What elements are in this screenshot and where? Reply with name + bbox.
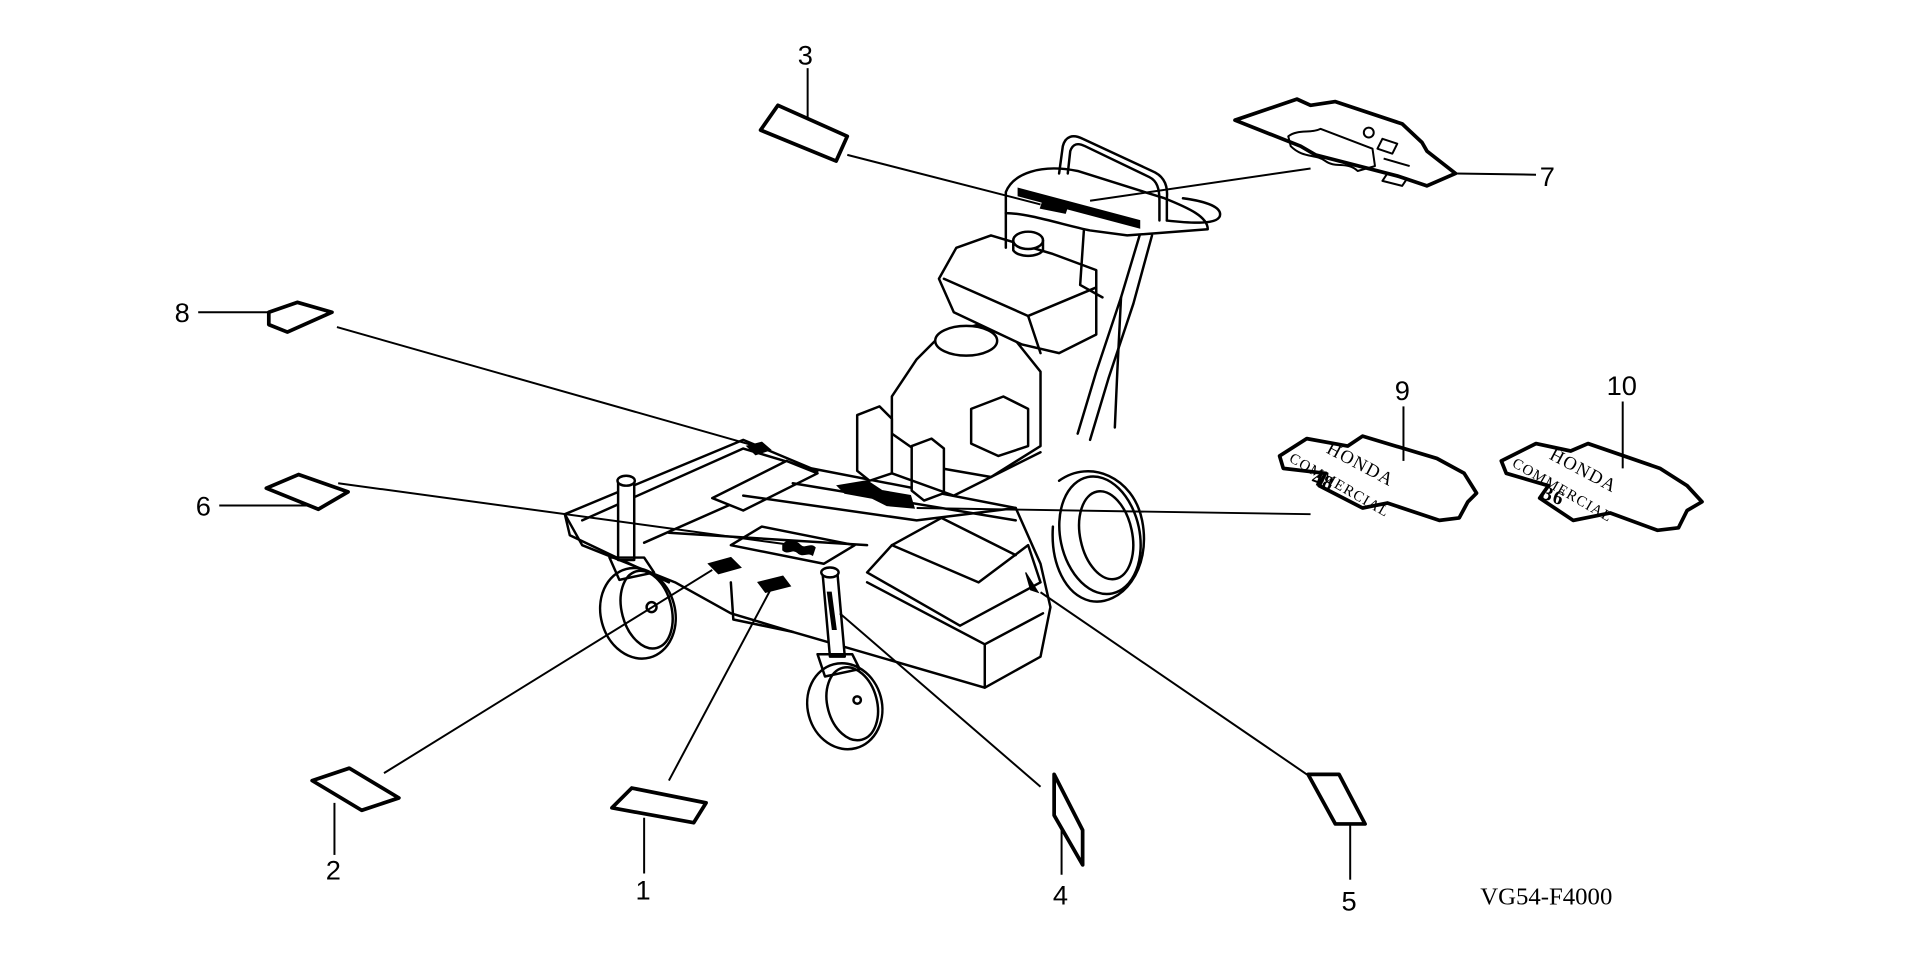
front-right-caster (805, 566, 884, 751)
callout-numbers: 3 7 8 6 9 10 2 1 4 5 (175, 39, 1637, 916)
callout-4[interactable]: 4 (1053, 879, 1068, 910)
decal-2 (310, 766, 401, 855)
decal-5 (1306, 772, 1367, 880)
callout-9[interactable]: 9 (1395, 375, 1410, 406)
engine (855, 323, 1042, 502)
callout-7[interactable]: 7 (1540, 161, 1555, 192)
callout-6[interactable]: 6 (196, 490, 211, 521)
decal-8 (198, 300, 334, 334)
callout-5[interactable]: 5 (1342, 886, 1357, 917)
fuel-tank (937, 230, 1098, 355)
decal-3 (758, 68, 850, 163)
handlebar (1057, 135, 1222, 442)
decal-7 (1233, 97, 1537, 188)
mower-illustration (563, 135, 1222, 751)
decal-4 (1052, 772, 1085, 875)
callout-2[interactable]: 2 (326, 855, 341, 886)
callout-1[interactable]: 1 (635, 875, 650, 906)
callout-8[interactable]: 8 (175, 297, 190, 328)
decal-9: HONDA COMMERCIAL 48 (1277, 406, 1479, 523)
decal-1 (610, 786, 708, 874)
leader-lines (336, 153, 1311, 788)
mower-deck (563, 438, 1052, 689)
decal-6 (219, 472, 350, 512)
front-left-caster (598, 474, 677, 660)
control-panel (1004, 167, 1209, 299)
drawing-code: VG54-F4000 (1480, 883, 1612, 910)
callout-10[interactable]: 10 (1607, 370, 1637, 401)
callout-3[interactable]: 3 (798, 39, 813, 70)
rear-wheel (1051, 470, 1146, 603)
decal-10: HONDA COMMERCIAL 36 (1499, 401, 1704, 533)
